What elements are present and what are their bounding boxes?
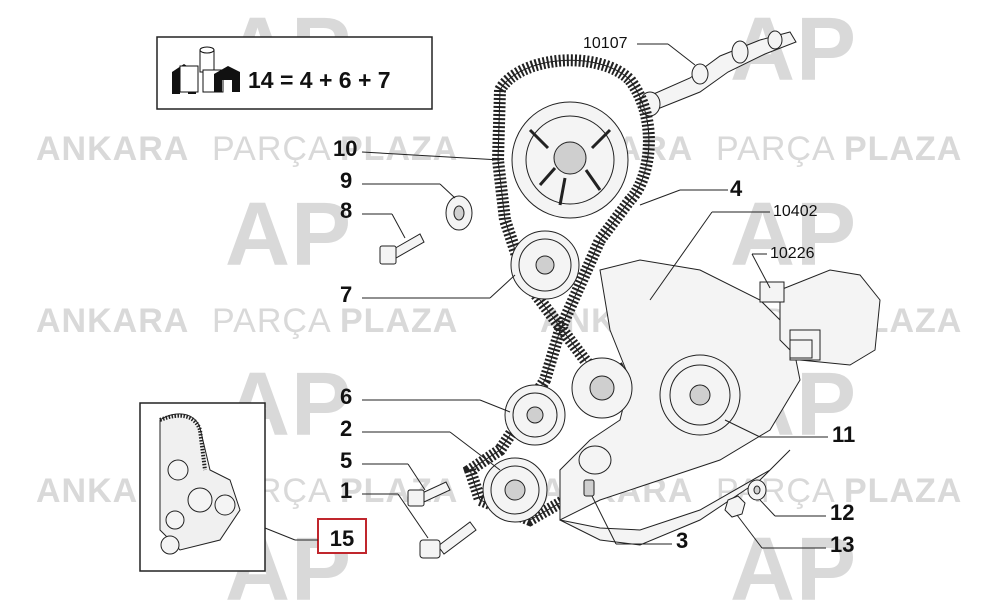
pump-pulley	[659, 354, 741, 436]
kit-legend-box: 14 = 4 + 6 + 7	[156, 36, 433, 110]
callout-13: 13	[736, 514, 854, 557]
callout-7: 7	[340, 274, 516, 307]
idler-pulley-7	[510, 230, 580, 300]
svg-text:PARÇA: PARÇA	[716, 130, 836, 168]
watermark-logo: AP	[730, 185, 857, 285]
bolt-5	[407, 481, 451, 507]
inset-assembly	[139, 402, 266, 572]
callouts: 10107 10 9 8 7 4 10402	[333, 35, 855, 557]
camshaft	[639, 30, 797, 117]
callout-11: 11	[724, 419, 855, 447]
svg-text:PARÇA: PARÇA	[212, 302, 332, 340]
washer	[445, 195, 473, 231]
callout-label: 2	[340, 416, 352, 441]
bolt	[379, 233, 425, 265]
svg-text:ANKARA: ANKARA	[36, 130, 189, 168]
callout-label: 8	[340, 198, 352, 223]
idler-pulley-6	[504, 384, 566, 446]
callout-label: 6	[340, 384, 352, 409]
washer-12	[747, 479, 767, 501]
callout-9: 9	[340, 168, 456, 199]
crank-gear	[578, 445, 612, 497]
callout-label: 4	[730, 176, 743, 201]
callout-8: 8	[340, 198, 406, 239]
callout-label: 11	[832, 422, 855, 447]
callout-1: 1	[340, 478, 429, 539]
svg-text:PLAZA: PLAZA	[340, 130, 458, 168]
callout-5: 5	[340, 448, 426, 491]
callout-12: 12	[759, 499, 854, 525]
callout-10: 10	[333, 136, 501, 161]
callout-label: 3	[676, 528, 688, 553]
crankshaft-pulley	[482, 457, 548, 523]
callout-4: 4	[639, 176, 743, 206]
high-pressure-pump	[759, 269, 881, 366]
callout-label: 15	[330, 526, 354, 551]
kit-formula: 14 = 4 + 6 + 7	[248, 67, 391, 93]
callout-15: 15	[264, 518, 367, 554]
callout-10107: 10107	[583, 35, 696, 66]
camshaft-pulley	[511, 101, 629, 219]
svg-text:PARÇA: PARÇA	[212, 130, 332, 168]
callout-label: 13	[830, 532, 854, 557]
callout-2: 2	[340, 416, 501, 471]
svg-text:PLAZA: PLAZA	[844, 472, 962, 510]
kit-parts-icon	[172, 46, 240, 94]
svg-text:PLAZA: PLAZA	[340, 302, 458, 340]
watermark-logo: AP	[225, 185, 352, 285]
callout-label: 10	[333, 136, 357, 161]
tensioner-roller	[571, 357, 633, 419]
callout-3: 3	[591, 495, 688, 553]
callout-label: 5	[340, 448, 352, 473]
svg-text:PLAZA: PLAZA	[844, 130, 962, 168]
callout-6: 6	[340, 384, 511, 413]
callout-10402: 10402	[649, 203, 818, 301]
callout-label: 10402	[773, 203, 818, 220]
callout-label: 10107	[583, 35, 628, 52]
callout-label: 1	[340, 478, 352, 503]
nut-13	[724, 495, 746, 518]
callout-label: 12	[830, 500, 854, 525]
callout-label: 9	[340, 168, 352, 193]
callout-10226: 10226	[751, 245, 815, 289]
svg-text:ANKARA: ANKARA	[36, 302, 189, 340]
callout-label: 10226	[770, 245, 815, 262]
bolt-1	[419, 521, 477, 559]
callout-label: 7	[340, 282, 352, 307]
